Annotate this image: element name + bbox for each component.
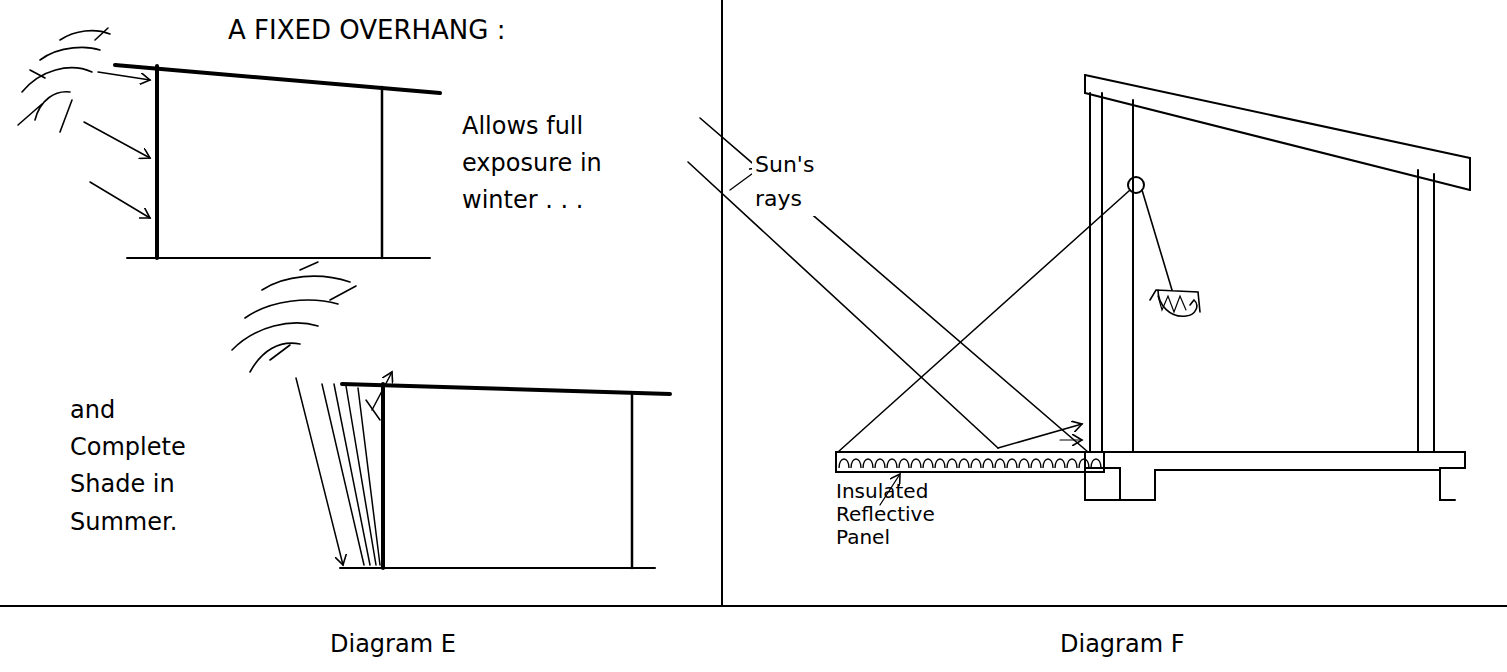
figure-caption: Diagram F <box>1060 626 1184 663</box>
reflective-panel <box>836 452 1104 472</box>
sun-ray <box>700 118 1088 452</box>
sun-symbol <box>232 262 356 372</box>
part-label: Insulated Reflective Panel <box>836 480 956 549</box>
part-label: Sun's rays <box>752 148 830 216</box>
note-text: and Complete Shade in Summer. <box>70 392 200 541</box>
overhang-roof <box>115 65 440 93</box>
crank <box>1142 190 1200 316</box>
figure-caption: Diagram E <box>330 626 456 663</box>
divider <box>721 0 723 606</box>
heading-note: A FIXED OVERHANG : <box>228 10 505 50</box>
note-text: Allows full exposure in winter . . . <box>462 108 622 220</box>
rope <box>838 190 1130 452</box>
baseline <box>0 605 1507 607</box>
sun-ray <box>688 162 998 448</box>
sun-symbol <box>18 28 110 132</box>
